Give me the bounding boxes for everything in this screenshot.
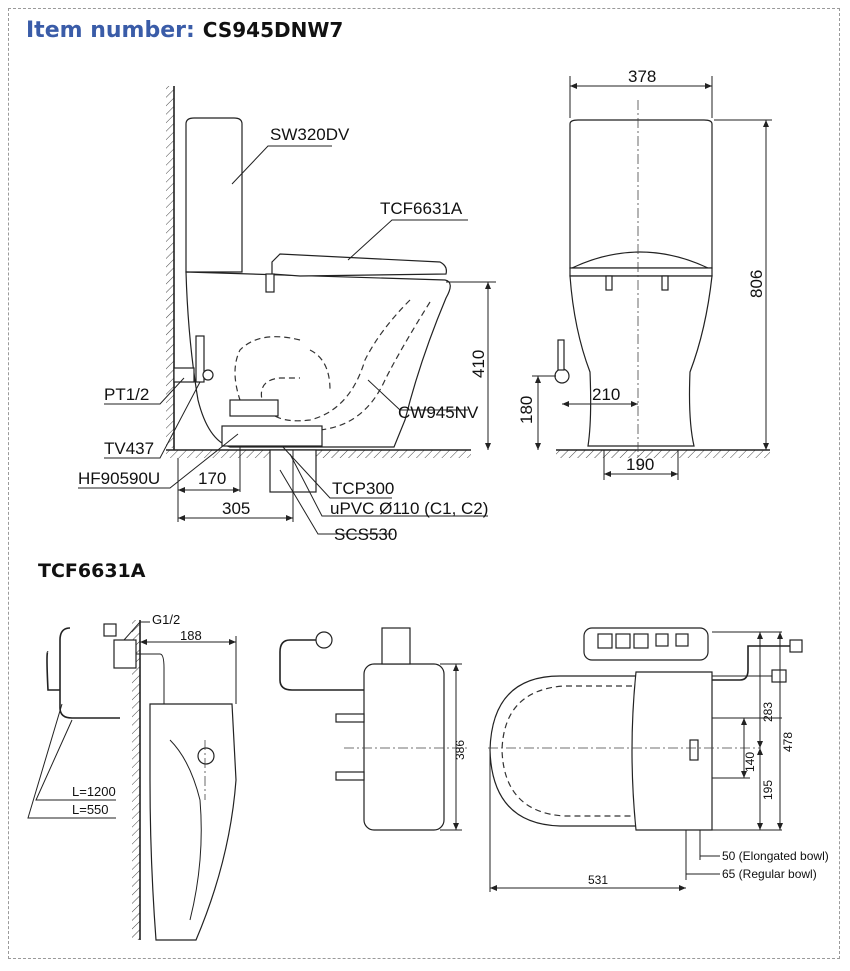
dim-seat-length: 531 bbox=[588, 873, 608, 887]
label-pipe: uPVC Ø110 (C1, C2) bbox=[330, 499, 488, 518]
seat-inlet-fitting bbox=[103, 623, 117, 637]
dim-offset: 170 bbox=[198, 469, 226, 488]
seat-side-view: G1/2 188 L=1200 L=550 bbox=[27, 612, 237, 941]
seat-top-view: 386 531 283 478 195 140 50 (Elongated bo… bbox=[279, 627, 829, 892]
label-seat: TCF6631A bbox=[380, 199, 463, 218]
dim-front-width: 378 bbox=[628, 67, 656, 86]
drawing-frame bbox=[8, 8, 840, 959]
side-view: SW320DV TCF6631A CW945NV PT1/2 TV437 HF9… bbox=[78, 86, 496, 544]
label-cable-long: L=1200 bbox=[72, 784, 116, 799]
dim-seat-lower: 195 bbox=[761, 780, 775, 800]
dim-bowl-height: 410 bbox=[469, 350, 488, 378]
front-tank bbox=[569, 119, 713, 269]
front-inlet bbox=[554, 368, 570, 384]
power-plug bbox=[315, 631, 333, 649]
dim-seat-total: 478 bbox=[781, 732, 795, 752]
floor-flange bbox=[221, 425, 323, 447]
seat-unit-side bbox=[363, 663, 445, 831]
front-bowl bbox=[569, 275, 713, 447]
seat-hinge bbox=[265, 273, 275, 293]
note-regular: 65 (Regular bowl) bbox=[722, 867, 817, 881]
item-number-value: CS945DNW7 bbox=[202, 18, 344, 42]
label-hose: HF90590U bbox=[78, 469, 160, 488]
seat-shape bbox=[271, 253, 447, 277]
seat-section-title: TCF6631A bbox=[38, 560, 146, 582]
label-stop-valve: PT1/2 bbox=[104, 385, 149, 404]
dim-seat-upper: 283 bbox=[761, 702, 775, 722]
dim-seat-holes: 140 bbox=[743, 752, 757, 772]
stop-valve-shape bbox=[173, 367, 195, 383]
dim-inlet-offset: 210 bbox=[592, 385, 620, 404]
dim-rough-in: 305 bbox=[222, 499, 250, 518]
label-valve: TV437 bbox=[104, 439, 154, 458]
front-floor-hatch bbox=[556, 450, 770, 458]
note-elongated: 50 (Elongated bowl) bbox=[722, 849, 829, 863]
dim-front-height: 806 bbox=[747, 270, 766, 298]
flange-block bbox=[229, 399, 279, 417]
dim-seat-depth: 188 bbox=[180, 628, 202, 643]
floor-hatch bbox=[166, 450, 471, 458]
item-number-label: Item number: bbox=[26, 18, 195, 43]
dim-inlet-height: 180 bbox=[517, 396, 536, 424]
front-view: 378 806 180 210 190 bbox=[517, 67, 772, 480]
label-flange: TCP300 bbox=[332, 479, 394, 498]
wall-hatch bbox=[166, 86, 174, 448]
seat-side-body bbox=[149, 703, 237, 941]
seat-rear-unit bbox=[631, 671, 713, 831]
label-bowl: CW945NV bbox=[398, 403, 479, 422]
header: Item number: CS945DNW7 bbox=[26, 18, 343, 43]
tank-shape bbox=[185, 117, 243, 273]
label-seat-inlet: G1/2 bbox=[152, 612, 180, 627]
label-cable-short: L=550 bbox=[72, 802, 109, 817]
dim-seat-width: 386 bbox=[453, 740, 467, 760]
label-tank: SW320DV bbox=[270, 125, 350, 144]
front-seat bbox=[571, 251, 709, 269]
label-sealing: SCS530 bbox=[334, 525, 397, 544]
dim-base: 190 bbox=[626, 455, 654, 474]
